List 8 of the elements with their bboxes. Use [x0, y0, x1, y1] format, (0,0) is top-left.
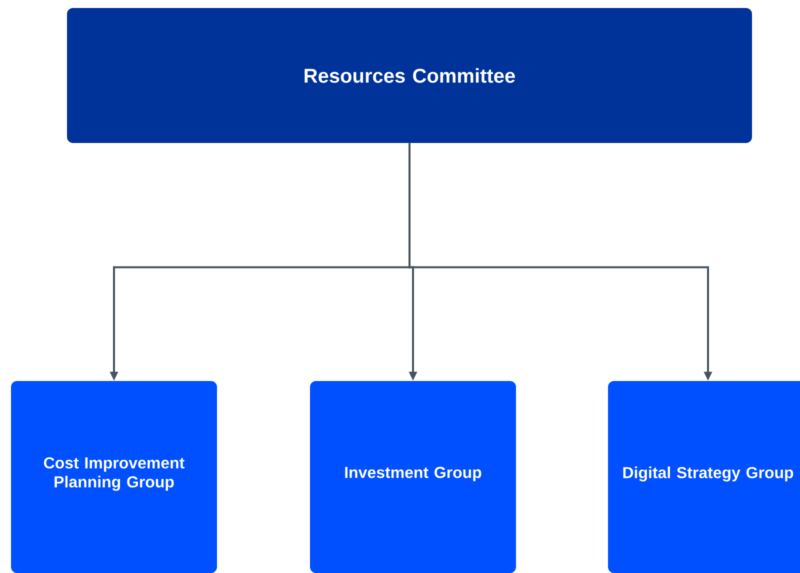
node-label: Cost Improvement Planning Group: [44, 457, 184, 491]
group-box: [608, 381, 800, 573]
committee-box: [67, 8, 752, 143]
node-label: Digital Strategy Group: [623, 466, 794, 482]
node-label: Investment Group: [345, 466, 482, 482]
node-label: Resources Committee: [304, 68, 515, 83]
group-box: [310, 381, 516, 573]
group-box: [11, 381, 217, 573]
